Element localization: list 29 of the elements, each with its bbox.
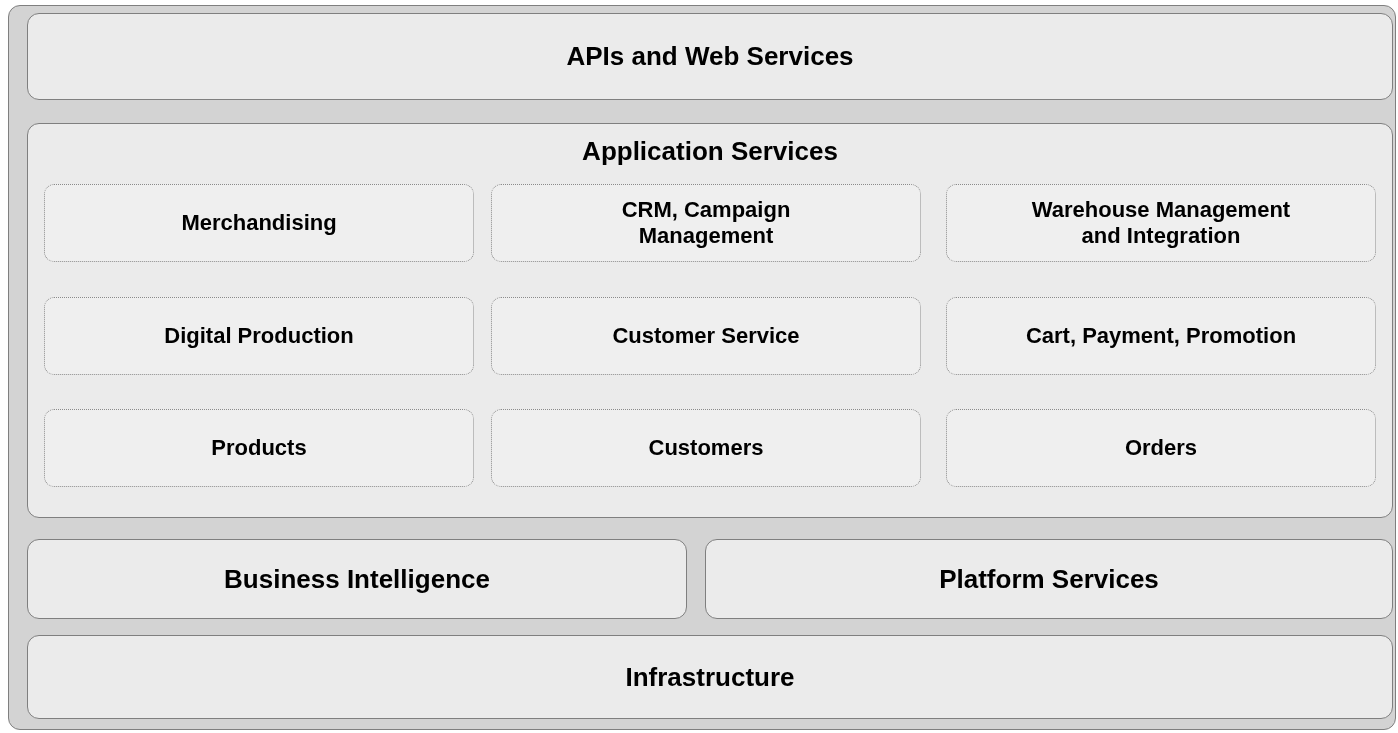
- group-title: Application Services: [582, 136, 838, 167]
- module-label: Customer Service: [612, 322, 800, 350]
- group-panel: [27, 123, 1393, 518]
- layer-panel: [27, 13, 1393, 100]
- module-box: [946, 297, 1376, 375]
- layer-title: Infrastructure: [625, 661, 795, 693]
- layer-title: Business Intelligence: [224, 563, 490, 595]
- outer-panel: [8, 5, 1396, 730]
- module-label: Digital Production: [164, 322, 354, 350]
- module-box: [491, 184, 921, 262]
- module-label: CRM, Campaign Management: [620, 196, 792, 250]
- module-label: Cart, Payment, Promotion: [1025, 322, 1297, 350]
- module-box: [44, 184, 474, 262]
- module-label: Orders: [1124, 434, 1198, 462]
- module-box: [44, 297, 474, 375]
- layer-panel: [705, 539, 1393, 619]
- layer-panel: [27, 539, 687, 619]
- module-label: Products: [211, 434, 307, 462]
- module-label: Merchandising: [181, 209, 337, 237]
- module-label: Customers: [648, 434, 764, 462]
- module-box: [946, 184, 1376, 262]
- module-box: [491, 297, 921, 375]
- module-label: Warehouse Management and Integration: [1030, 196, 1292, 250]
- module-box: [491, 409, 921, 487]
- layer-title: Platform Services: [939, 563, 1159, 595]
- module-box: [44, 409, 474, 487]
- module-box: [946, 409, 1376, 487]
- layer-title: APIs and Web Services: [566, 41, 854, 72]
- layer-panel: [27, 635, 1393, 719]
